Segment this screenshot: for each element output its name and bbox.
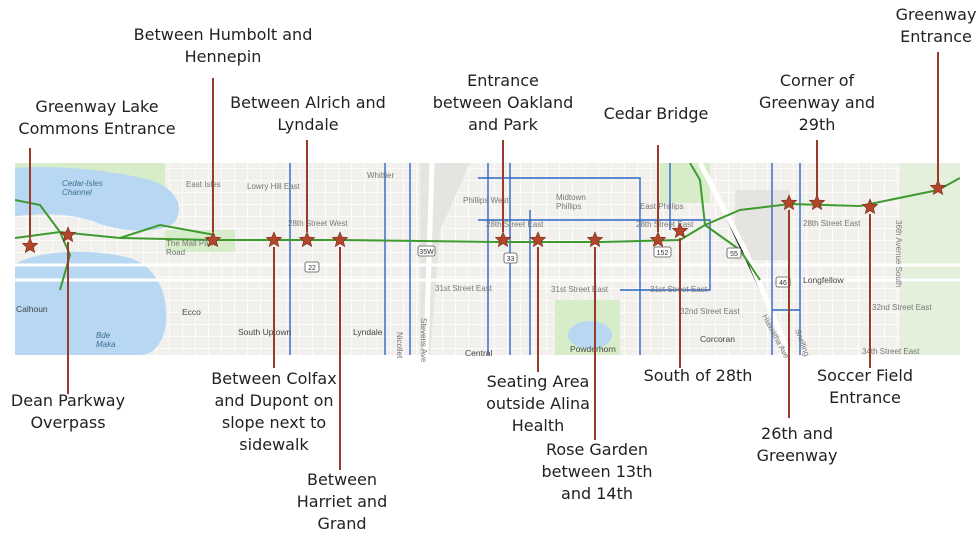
marker-star-between-colfax-and-dupont[interactable] [265, 231, 283, 248]
marker-star-entrance-between-oakland-and-park[interactable] [494, 231, 512, 248]
leader-lines [29, 52, 939, 470]
label-28th-street-east: 28th Street East [803, 219, 861, 228]
shield-152: 152 [653, 246, 672, 258]
label-corcoran: Corcoran [700, 334, 735, 344]
callout-label-dean-parkway-overpass: Dean Parkway Overpass [10, 391, 126, 432]
powderhorn-lake [568, 321, 612, 349]
label-31st-street-east: 31st Street East [551, 285, 609, 294]
label-whittier: Whittier [367, 171, 394, 180]
label-28th-street-east: 28th Street East [486, 220, 544, 229]
shield-33: 33 [503, 252, 518, 264]
label-lyndale: Lyndale [353, 327, 383, 337]
shield-22: 22 [304, 261, 320, 273]
marker-stars [21, 179, 947, 254]
callout-label-soccer-field-entrance: Soccer Field Entrance [817, 366, 913, 407]
marker-star-cedar-bridge[interactable] [649, 231, 667, 248]
shield-33-label: 33 [507, 256, 515, 263]
label-34th-street-east: 34th Street East [862, 347, 920, 356]
callout-label-between-harriet-and-grand: Between Harriet and Grand [296, 470, 388, 533]
label-central: Central [465, 348, 493, 358]
label-east-isles: East Isles [186, 180, 221, 189]
bus-routes [289, 163, 801, 355]
shield-35w-label: 35W [419, 249, 434, 256]
marker-star-between-harriet-and-grand[interactable] [331, 231, 349, 248]
marker-star-between-alrich-and-lyndale[interactable] [298, 231, 316, 248]
marker-star-corner-of-greenway-and-29th[interactable] [808, 194, 826, 211]
shield-46: 46 [775, 276, 791, 288]
label-phillips-west: Phillips West [463, 196, 509, 205]
industrial-area [735, 190, 790, 260]
label-lowry-hill-east: Lowry Hill East [247, 182, 301, 191]
callout-label-between-colfax-and-dupont: Between Colfax and Dupont on slope next … [211, 369, 337, 454]
callout-label-between-humbolt-and-hennepin: Between Humbolt and Hennepin [133, 25, 313, 66]
marker-star-between-humbolt-and-hennepin[interactable] [204, 231, 222, 248]
callout-label-seating-area-outside-alina-health: Seating Area outside Alina Health [486, 372, 590, 435]
bde-maka-ska-lake [15, 251, 167, 355]
callout-label-cedar-bridge: Cedar Bridge [603, 104, 709, 123]
label-32nd-street-east: 32nd Street East [680, 307, 740, 316]
callout-label-greenway-entrance: Greenway Entrance [895, 5, 977, 46]
route-shields: 35W 22 33 152 55 46 [304, 245, 791, 288]
label-longfellow: Longfellow [803, 275, 845, 285]
callout-label-greenway-lake-commons-entrance: Greenway Lake Commons Entrance [18, 97, 176, 138]
marker-star-greenway-entrance[interactable] [929, 179, 947, 196]
marker-star-seating-area-outside-alina-health[interactable] [529, 231, 547, 248]
label-calhoun: Calhoun [16, 304, 48, 314]
label-powderhorn: Powderhorn [570, 344, 616, 354]
shield-22-label: 22 [308, 265, 316, 272]
callout-label-between-alrich-and-lyndale: Between Alrich and Lyndale [230, 93, 386, 134]
label-28th-street-east: 28th Street East [636, 220, 694, 229]
callout-label-rose-garden-between-13th-and-14th: Rose Garden between 13th and 14th [541, 440, 653, 503]
label-31st-street-east: 31st Street East [435, 284, 493, 293]
shield-55-label: 55 [730, 251, 738, 258]
label-ecco: Ecco [182, 307, 201, 317]
marker-star-south-of-28th[interactable] [671, 222, 689, 239]
label-31st-street-east: 31st Street East [650, 285, 708, 294]
label-south-uptown: South Uptown [238, 327, 292, 337]
callout-label-corner-of-greenway-and-29th: Corner of Greenway and 29th [759, 71, 875, 134]
marker-star-soccer-field-entrance[interactable] [861, 198, 879, 215]
callout-label-entrance-between-oakland-and-park: Entrance between Oakland and Park [432, 71, 574, 134]
marker-star-greenway-lake-commons-entrance[interactable] [21, 237, 39, 254]
label-28th-street-west: 28th Street West [288, 219, 348, 228]
cedar-lake [15, 167, 179, 231]
callout-label-26th-and-greenway: 26th and Greenway [756, 424, 838, 465]
shield-35w: 35W [417, 245, 436, 257]
shield-55: 55 [726, 247, 742, 259]
greenway-trail [15, 163, 960, 291]
label-nicollet: Nicollet [395, 332, 404, 359]
basemap [15, 163, 960, 355]
marker-star-26th-and-greenway[interactable] [780, 194, 798, 211]
label-east-phillips: East Phillips [640, 202, 684, 211]
label-36th-avenue-south: 36th Avenue South [894, 220, 903, 287]
callout-label-south-of-28th: South of 28th [643, 366, 753, 385]
marker-star-dean-parkway-overpass[interactable] [59, 226, 77, 243]
marker-star-rose-garden-between-13th-and-14th[interactable] [586, 231, 604, 248]
shield-46-label: 46 [779, 280, 787, 287]
shield-152-label: 152 [657, 250, 669, 257]
label-stevens-ave: Stevens Ave [419, 318, 428, 363]
label-32nd-street-east: 32nd Street East [872, 303, 932, 312]
